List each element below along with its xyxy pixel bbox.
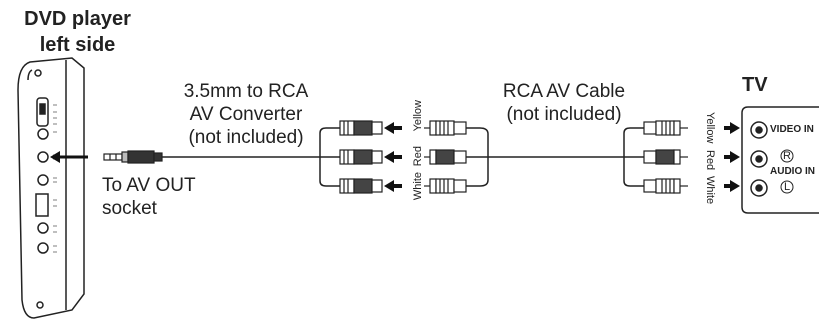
tv-panel <box>741 106 819 214</box>
audio-in-label: AUDIO IN <box>770 166 815 177</box>
av-cable <box>466 127 644 187</box>
cable-left-plugs <box>424 120 467 194</box>
plug-label-white-right: White <box>704 176 716 205</box>
cable-label-line1: RCA AV Cable <box>502 81 626 102</box>
socket-label-line1: To AV OUT <box>102 175 196 196</box>
dvd-title-line2: left side <box>39 34 116 56</box>
audio-right-symbol: R <box>783 150 791 162</box>
dvd-title-line1: DVD player <box>24 8 131 30</box>
audio-left-symbol: L <box>784 181 791 193</box>
converter-label-line3: (not included) <box>188 127 304 148</box>
converter-label: 3.5mm to RCA AV Converter (not included) <box>172 80 320 149</box>
plug-label-yellow-right: Yellow <box>704 112 716 144</box>
plug-label-red-left: Red <box>412 146 424 167</box>
converter-cable <box>162 127 340 187</box>
socket-label: To AV OUT socket <box>102 174 196 220</box>
insert-arrow <box>50 151 88 163</box>
dvd-player-title: DVD player left side <box>0 6 155 58</box>
connect-arrows-left <box>384 122 402 192</box>
tv-title: TV <box>742 74 768 96</box>
plug-label-white-left: White <box>412 172 424 201</box>
video-in-label: VIDEO IN <box>770 124 814 135</box>
converter-label-line1: 3.5mm to RCA <box>183 81 309 102</box>
cable-right-plugs <box>643 120 688 194</box>
plug-label-yellow-left: Yellow <box>412 100 424 132</box>
converter-label-line2: AV Converter <box>189 104 303 125</box>
socket-label-line2: socket <box>102 198 157 219</box>
cable-label: RCA AV Cable (not included) <box>494 80 634 126</box>
cable-label-line2: (not included) <box>506 104 622 125</box>
converter-rca-ends <box>339 120 383 194</box>
dvd-player-side <box>17 57 85 319</box>
connect-arrows-right <box>724 122 740 192</box>
plug-label-red-right: Red <box>704 150 716 171</box>
jack-plug <box>103 150 163 164</box>
